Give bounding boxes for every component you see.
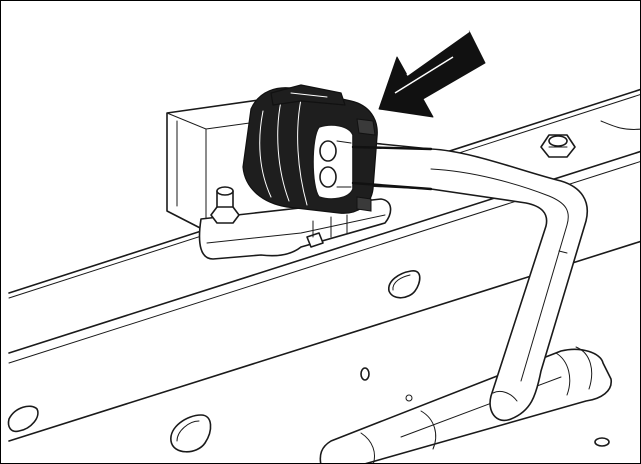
rail-slot-lower-center [170,414,212,453]
callout-arrow [378,30,486,118]
bracket-clip [306,214,348,248]
base-plate [198,198,392,260]
rail-hole-right [594,437,610,447]
rail-hole-small [360,367,370,381]
bracket-nut-left [210,186,240,224]
rail-bolt [540,134,576,158]
electrical-connector [242,84,433,214]
frame-rail [7,88,640,453]
connector-seal [312,124,354,200]
rail-end-detail [600,120,640,130]
rail-slot-upper [388,270,421,299]
rail-slot-lower-left [7,405,39,433]
connector-housing [242,87,378,214]
wiring-harness [350,140,588,422]
lower-harness-sleeve [319,346,612,463]
rail-hole-mid [405,394,413,402]
